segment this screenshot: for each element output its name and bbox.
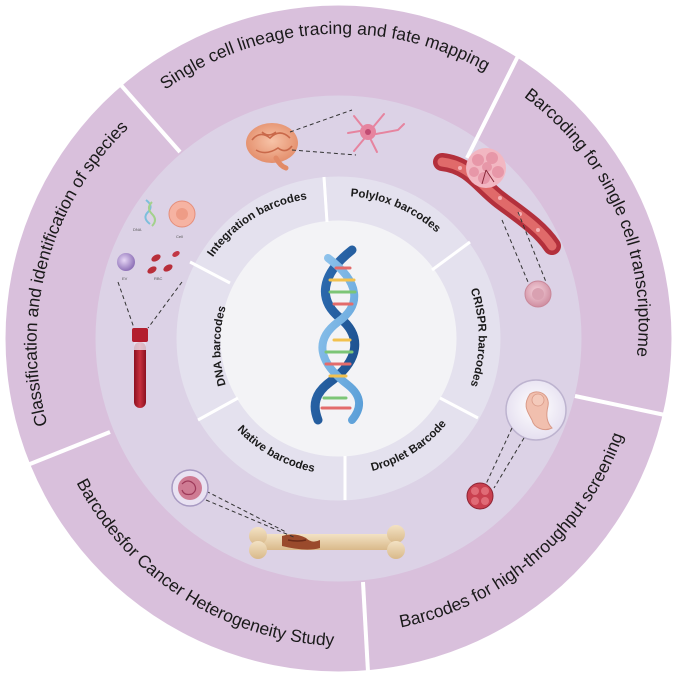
dna-helix-icon bbox=[310, 245, 363, 425]
bone-connector bbox=[199, 487, 297, 539]
segment-label-dna: DNA barcodes bbox=[211, 305, 228, 388]
inner-dividers bbox=[189, 176, 479, 500]
label-ev-small: EV bbox=[122, 276, 128, 281]
cancer-cell-icon bbox=[171, 469, 209, 507]
brain-neuron-connector bbox=[289, 109, 357, 156]
tumor-icon bbox=[466, 148, 506, 188]
morula-icon bbox=[466, 482, 494, 510]
embryo-icon bbox=[505, 379, 567, 441]
ev-icon bbox=[117, 253, 135, 271]
outer-dividers bbox=[19, 55, 666, 673]
label-dna-small: DNA bbox=[133, 227, 142, 232]
embryo-connector bbox=[485, 427, 525, 489]
blood-vessel-icon bbox=[433, 153, 561, 255]
bone-icon bbox=[249, 525, 405, 559]
blood-tube-icon bbox=[132, 328, 148, 408]
tube-connector bbox=[117, 281, 183, 329]
label-rbc-small: RBC bbox=[154, 276, 163, 281]
single-cell-icon bbox=[524, 280, 552, 308]
cell-icon bbox=[168, 200, 196, 228]
neuron-icon bbox=[347, 113, 405, 153]
vessel-cell-connector bbox=[501, 211, 547, 283]
rbc-icon bbox=[147, 251, 180, 274]
label-cell-small: Cell bbox=[176, 234, 183, 239]
dna-strand-icon bbox=[144, 199, 156, 227]
brain-icon bbox=[246, 123, 298, 171]
